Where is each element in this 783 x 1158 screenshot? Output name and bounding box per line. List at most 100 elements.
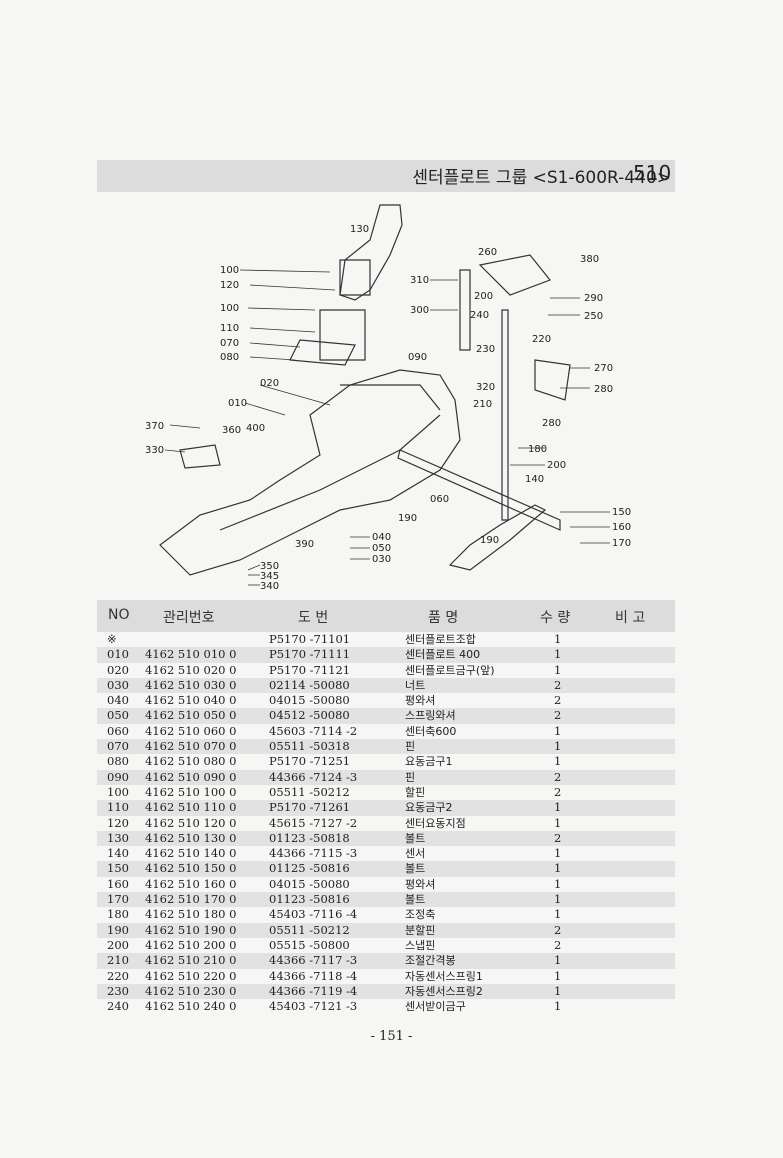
callout: 400 xyxy=(246,423,265,434)
callout: 200 xyxy=(474,291,493,302)
mgmt-number: 4162 510 010 0 xyxy=(145,647,237,662)
part-no: 220 xyxy=(107,968,129,983)
drawing-number: 05511 -50212 xyxy=(269,922,350,937)
mgmt-number: 4162 510 230 0 xyxy=(145,983,237,998)
col-header-mgmt: 관리번호 xyxy=(163,610,215,626)
table-header-bar xyxy=(97,600,675,632)
exploded-parts-diagram: 130 100 120 100 110 070 080 020 010 400 … xyxy=(140,200,640,595)
part-no: 120 xyxy=(107,815,129,830)
mgmt-number: 4162 510 100 0 xyxy=(145,784,237,799)
mgmt-number: 4162 510 190 0 xyxy=(145,922,237,937)
drawing-number: P5170 -71251 xyxy=(269,754,351,769)
part-no: 020 xyxy=(107,662,129,677)
quantity: 2 xyxy=(554,784,562,799)
callout: 100 xyxy=(220,265,239,276)
drawing-number: 02114 -50080 xyxy=(269,677,350,692)
drawing-number: 45603 -7114 -2 xyxy=(269,723,358,738)
drawing-number: 04015 -50080 xyxy=(269,876,350,891)
quantity: 1 xyxy=(554,723,562,738)
part-name: 센서 xyxy=(405,847,426,861)
mgmt-number: 4162 510 180 0 xyxy=(145,907,237,922)
part-name: 센터요동지점 xyxy=(405,816,466,830)
part-name: 센터플로트금구(앞) xyxy=(405,663,495,677)
quantity: 2 xyxy=(554,830,562,845)
callout: 390 xyxy=(295,539,314,550)
callout: 300 xyxy=(410,305,429,316)
part-name: 요동금구1 xyxy=(405,755,453,769)
quantity: 2 xyxy=(554,937,562,952)
drawing-number: P5170 -71121 xyxy=(269,662,351,677)
mgmt-number: 4162 510 240 0 xyxy=(145,999,237,1014)
diagram-svg: 130 100 120 100 110 070 080 020 010 400 … xyxy=(145,204,631,592)
callout: 370 xyxy=(145,421,164,432)
part-no: 080 xyxy=(107,754,129,769)
drawing-number: 45615 -7127 -2 xyxy=(269,815,358,830)
drawing-number: 05511 -50212 xyxy=(269,784,350,799)
part-name: 핀 xyxy=(405,740,416,754)
drawing-number: 44366 -7115 -3 xyxy=(269,846,358,861)
part-no: ※ xyxy=(107,632,117,646)
page-title: 센터플로트 그룹 <S1-600R-440> xyxy=(412,168,671,188)
col-header-no: NO xyxy=(108,607,130,623)
mgmt-number: 4162 510 070 0 xyxy=(145,739,237,754)
callout: 150 xyxy=(612,507,631,518)
part-name: 스냅핀 xyxy=(405,938,436,952)
mgmt-number: 4162 510 130 0 xyxy=(145,830,237,845)
callout: 190 xyxy=(398,513,417,524)
quantity: 1 xyxy=(554,754,562,769)
part-no: 070 xyxy=(107,739,129,754)
quantity: 2 xyxy=(554,693,562,708)
mgmt-number: 4162 510 090 0 xyxy=(145,769,237,784)
callout: 280 xyxy=(542,418,561,429)
quantity: 1 xyxy=(554,983,562,998)
callout: 220 xyxy=(532,334,551,345)
mgmt-number: 4162 510 220 0 xyxy=(145,968,237,983)
drawing-number: 05511 -50318 xyxy=(269,739,350,754)
part-name: 스프링와셔 xyxy=(405,709,456,723)
part-no: 050 xyxy=(107,708,129,723)
mgmt-number: 4162 510 120 0 xyxy=(145,815,237,830)
mgmt-number: 4162 510 160 0 xyxy=(145,876,237,891)
part-no: 180 xyxy=(107,907,129,922)
callout: 120 xyxy=(220,280,239,291)
callout: 340 xyxy=(260,581,279,592)
part-name: 볼트 xyxy=(405,831,426,845)
quantity: 1 xyxy=(554,999,562,1014)
callout: 060 xyxy=(430,494,449,505)
callout: 130 xyxy=(350,224,369,235)
callout: 140 xyxy=(525,474,544,485)
mgmt-number: 4162 510 140 0 xyxy=(145,846,237,861)
drawing-number: P5170 -71101 xyxy=(269,632,351,646)
part-name: 볼트 xyxy=(405,862,426,876)
part-name: 센터축600 xyxy=(405,724,457,738)
callout: 180 xyxy=(528,444,547,455)
quantity: 2 xyxy=(554,922,562,937)
callout: 250 xyxy=(584,311,603,322)
part-name: 센서받이금구 xyxy=(405,1000,466,1014)
part-name: 볼트 xyxy=(405,893,426,907)
quantity: 2 xyxy=(554,677,562,692)
quantity: 1 xyxy=(554,846,562,861)
callout: 050 xyxy=(372,543,391,554)
mgmt-number: 4162 510 200 0 xyxy=(145,937,237,952)
callout: 110 xyxy=(220,323,239,334)
callout: 280 xyxy=(594,384,613,395)
part-name: 핀 xyxy=(405,770,416,784)
callout: 070 xyxy=(220,338,239,349)
callout: 260 xyxy=(478,247,497,258)
part-no: 160 xyxy=(107,876,129,891)
